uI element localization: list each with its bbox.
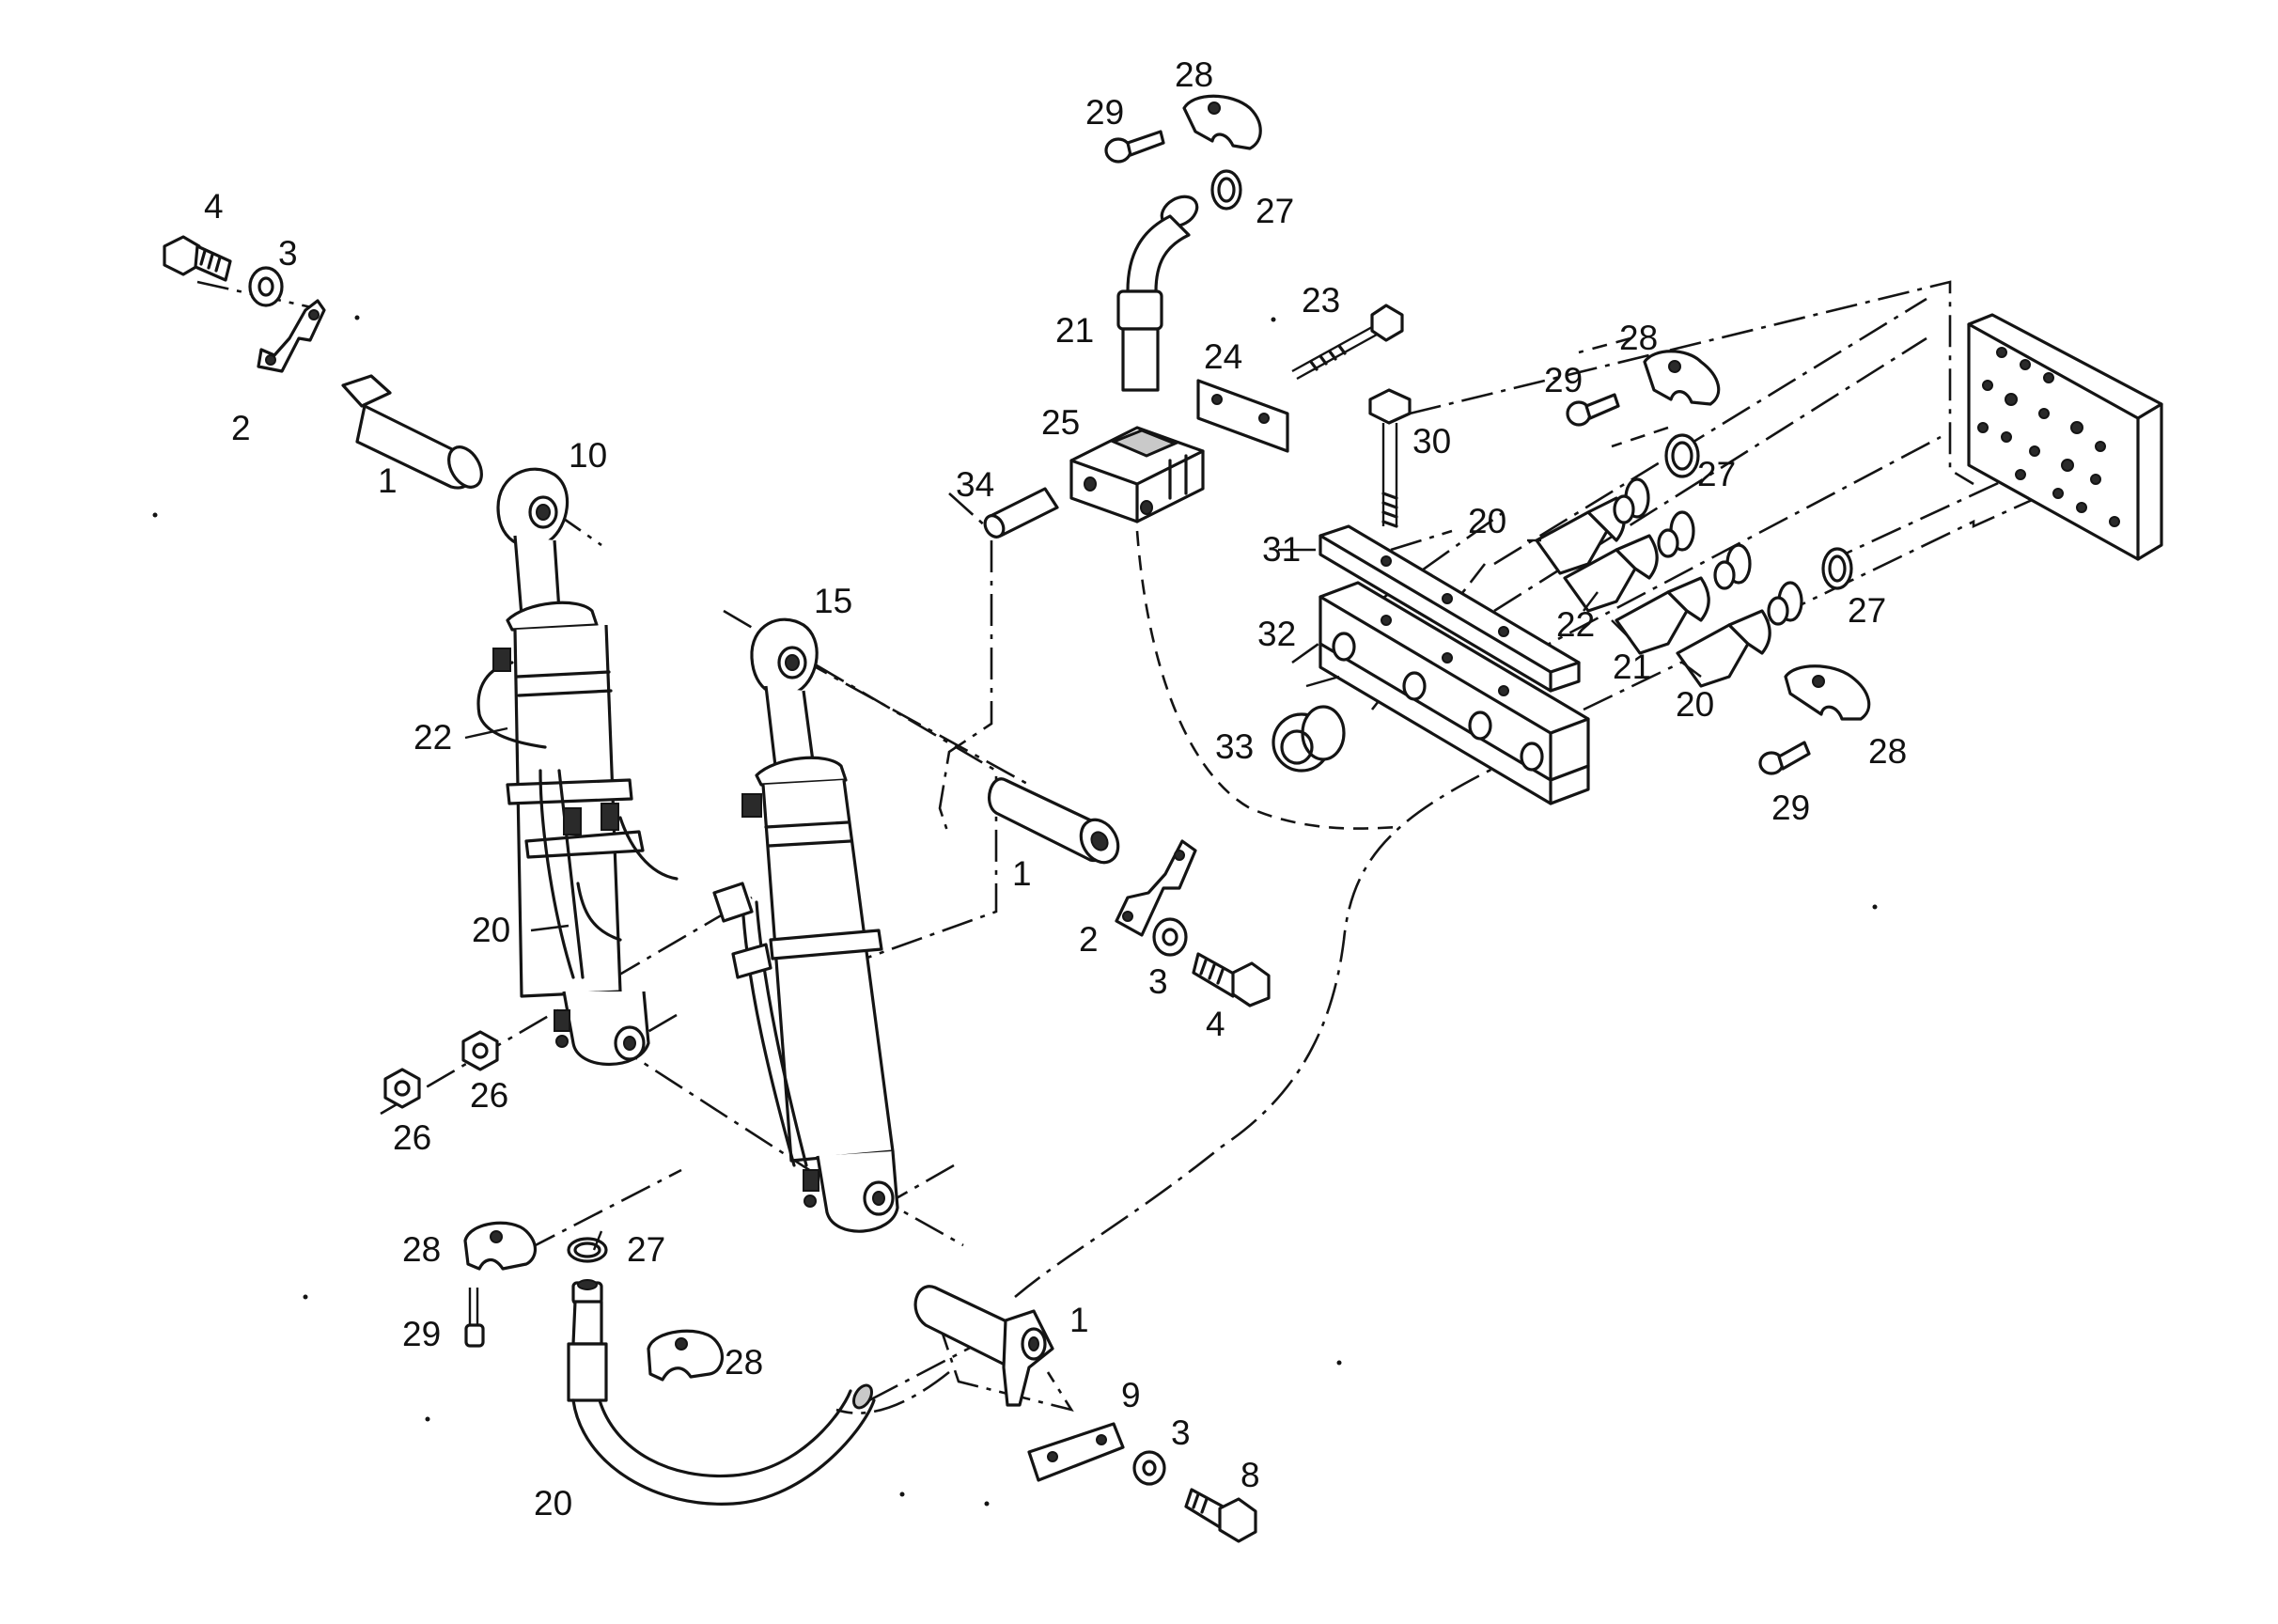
part-label: 4 — [1206, 1005, 1225, 1043]
screw-29-right-top — [1566, 393, 1620, 427]
hose-route-line — [1135, 530, 1401, 830]
nut-26-b — [461, 1030, 499, 1071]
o-ring-27-bottom — [567, 1237, 608, 1263]
part-label: 20 — [472, 911, 510, 949]
pin-1-top-left — [341, 374, 483, 490]
part-label: 29 — [1085, 93, 1124, 132]
flange-half-28-right-lower — [1784, 664, 1871, 721]
plate-24 — [1196, 379, 1289, 453]
part-label: 2 — [231, 409, 251, 447]
part-label: 21 — [1613, 648, 1651, 686]
part-label: 8 — [1240, 1456, 1260, 1494]
block-25 — [1069, 426, 1205, 523]
part-label: 32 — [1257, 615, 1296, 653]
part-number-labels: 4 3 2 1 10 22 20 26 26 15 1 2 3 4 28 27 … — [204, 55, 1907, 1522]
part-label: 27 — [1697, 455, 1736, 493]
flange-half-28-bottom-center — [647, 1329, 725, 1382]
part-label: 22 — [413, 718, 452, 757]
part-label: 30 — [1412, 422, 1451, 461]
washer-3-middle — [1152, 917, 1188, 957]
part-label: 20 — [1676, 685, 1714, 724]
bolt-30 — [1368, 388, 1412, 528]
part-label: 21 — [1055, 311, 1094, 350]
bolt-23 — [1291, 304, 1404, 381]
part-label: 28 — [725, 1343, 763, 1382]
part-label: 1 — [1012, 854, 1032, 893]
part-label: 3 — [278, 234, 298, 273]
screw-29-top-center — [1104, 130, 1165, 164]
part-label: 27 — [627, 1230, 665, 1269]
washer-3-top-left — [248, 266, 284, 307]
valve-block — [1967, 313, 2163, 561]
bolt-4-middle — [1192, 952, 1271, 1007]
part-label: 34 — [956, 465, 994, 504]
clamp-2-top-left — [257, 299, 326, 373]
part-label: 28 — [402, 1230, 441, 1269]
hydraulic-cylinder-left — [476, 467, 679, 1067]
part-label: 2 — [1079, 920, 1099, 959]
part-label: 25 — [1041, 403, 1080, 442]
flange-half-28-top-center — [1182, 94, 1262, 150]
flange-half-28-right-top — [1643, 350, 1721, 406]
hose-20-bottom — [567, 1279, 876, 1506]
part-label: 4 — [204, 187, 224, 226]
print-specks — [152, 315, 1878, 1507]
part-label: 1 — [378, 461, 398, 500]
part-label: 29 — [402, 1315, 441, 1353]
o-ring-27-top-center — [1210, 169, 1242, 211]
part-label: 26 — [470, 1076, 508, 1115]
o-ring-27-right-top — [1664, 433, 1700, 478]
part-label: 20 — [1468, 502, 1506, 540]
bolt-8 — [1184, 1488, 1257, 1543]
pin-1-bottom — [913, 1285, 1054, 1407]
block-32 — [1318, 581, 1590, 805]
flange-half-28-bottom-left — [463, 1221, 537, 1271]
plate-9 — [1027, 1422, 1125, 1482]
plate-31 — [1318, 524, 1581, 693]
pin-34 — [983, 487, 1059, 539]
fitting-22 — [1563, 510, 1695, 613]
part-label: 3 — [1148, 962, 1168, 1001]
part-label: 20 — [534, 1484, 572, 1522]
part-label: 33 — [1215, 727, 1254, 766]
part-label: 15 — [814, 582, 852, 620]
part-label: 10 — [569, 436, 607, 475]
bolt-4-top-left — [163, 235, 232, 282]
pin-1-middle — [987, 777, 1120, 865]
part-label: 29 — [1771, 789, 1810, 827]
part-label: 22 — [1556, 605, 1595, 644]
plug-33 — [1272, 705, 1346, 773]
nut-26-a — [383, 1068, 421, 1109]
hose-21-top — [1116, 195, 1199, 392]
part-label: 27 — [1256, 192, 1294, 230]
part-label: 9 — [1121, 1376, 1141, 1414]
part-label: 27 — [1848, 591, 1886, 630]
part-label: 28 — [1619, 319, 1658, 357]
fitting-21 — [1615, 543, 1752, 655]
o-ring-27-right-lower — [1821, 547, 1853, 590]
washer-3-bottom — [1132, 1450, 1166, 1486]
screw-29-bottom-left — [464, 1288, 485, 1348]
part-label: 24 — [1204, 337, 1242, 376]
screw-29-right-lower — [1758, 741, 1811, 775]
bracket-guide-line — [1578, 336, 1669, 448]
part-label: 3 — [1171, 1413, 1191, 1452]
clamp-2-middle — [1115, 839, 1197, 937]
part-label: 29 — [1544, 361, 1583, 399]
part-label: 28 — [1175, 55, 1213, 94]
part-label: 31 — [1262, 530, 1301, 569]
fitting-20-lower — [1676, 581, 1803, 688]
fitting-20-upper — [1535, 477, 1650, 575]
hydraulic-cylinder-middle — [712, 617, 899, 1233]
part-label: 28 — [1868, 732, 1907, 771]
part-label: 23 — [1302, 281, 1340, 320]
part-label: 26 — [393, 1118, 431, 1157]
leader-lines — [464, 539, 1702, 1251]
part-label: 1 — [1069, 1301, 1089, 1339]
